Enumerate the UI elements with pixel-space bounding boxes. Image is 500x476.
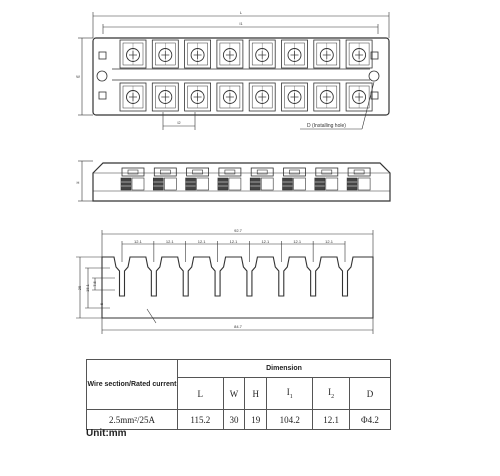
dimension-value: 19	[244, 409, 268, 430]
lug-view	[76, 230, 374, 334]
top-view-terminals	[119, 39, 373, 112]
dim-l1-label: l1	[239, 21, 243, 26]
terminal-cell	[248, 39, 276, 69]
dim-W-label: W	[76, 74, 80, 79]
dim-small-b-label: 5	[99, 302, 104, 305]
terminal-cell	[184, 82, 212, 112]
terminal-cell	[151, 82, 179, 112]
side-terminal	[314, 167, 339, 191]
column-header: W	[222, 377, 246, 410]
terminal-cell	[216, 82, 244, 112]
dim-H-label: H	[77, 180, 80, 185]
header-dimension: Dimension	[177, 359, 391, 378]
side-terminal	[185, 167, 210, 191]
dim-overall-label: 92.7	[234, 228, 243, 233]
terminal-cell	[313, 39, 341, 69]
pitch-label: 12.1	[198, 239, 207, 244]
dimension-value: 115.2	[177, 409, 224, 430]
dim-L-label: L	[240, 10, 243, 15]
pitch-label: 12.1	[261, 239, 270, 244]
hole-leader	[300, 81, 375, 130]
column-header: I1	[266, 377, 314, 410]
l2-dimension	[162, 112, 196, 130]
column-header: H	[244, 377, 268, 410]
side-terminal	[249, 167, 274, 191]
terminal-cell	[313, 82, 341, 112]
side-terminal	[346, 167, 371, 191]
row-label: 2.5mm²/25A	[86, 409, 178, 430]
column-header: I2	[312, 377, 350, 410]
dimension-value: 104.2	[266, 409, 314, 430]
unit-note: Unit:mm	[86, 428, 127, 439]
side-view-terminals	[120, 167, 371, 191]
terminal-cell	[119, 82, 147, 112]
dim-height-label: 25	[77, 285, 82, 290]
terminal-cell	[345, 82, 373, 112]
dim-l2-label: l2	[177, 120, 181, 125]
terminal-cell	[216, 39, 244, 69]
pitch-label: 12.1	[230, 239, 239, 244]
top-view	[78, 12, 390, 116]
lug-outline	[101, 256, 374, 319]
slot-leader	[146, 308, 157, 324]
side-terminal	[282, 167, 306, 191]
column-header: L	[177, 377, 224, 410]
terminal-cell	[184, 39, 212, 69]
terminal-cell	[345, 39, 373, 69]
terminal-cell	[281, 82, 308, 112]
side-terminal	[153, 167, 177, 191]
side-terminal	[120, 167, 145, 191]
pitch-labels: 12.1 12.1 12.1 12.1 12.1 12.1 12.1	[134, 239, 334, 244]
pitch-label: 12.1	[134, 239, 143, 244]
pitch-label: 12.1	[166, 239, 175, 244]
side-view	[78, 160, 391, 202]
dim-base-label: 84.7	[234, 324, 243, 329]
column-header: D	[348, 377, 392, 410]
installing-hole-callout: D (Installing hole)	[307, 123, 346, 129]
side-terminal	[217, 167, 242, 191]
pitch-label: 12.1	[325, 239, 334, 244]
dim-slot-label: 15.1	[85, 283, 90, 292]
dim-small-a-label: 7.5	[92, 280, 97, 286]
pitch-ticks	[121, 241, 346, 262]
terminal-cell	[248, 82, 276, 112]
terminal-cell	[281, 39, 308, 69]
dimension-value: Φ4.2	[348, 409, 392, 430]
terminal-cell	[119, 39, 147, 69]
dimension-value: 12.1	[312, 409, 350, 430]
terminal-cell	[151, 39, 179, 69]
dimension-value: 30	[222, 409, 246, 430]
header-wire-section: Wire section/Rated current	[86, 359, 178, 410]
pitch-label: 12.1	[293, 239, 302, 244]
